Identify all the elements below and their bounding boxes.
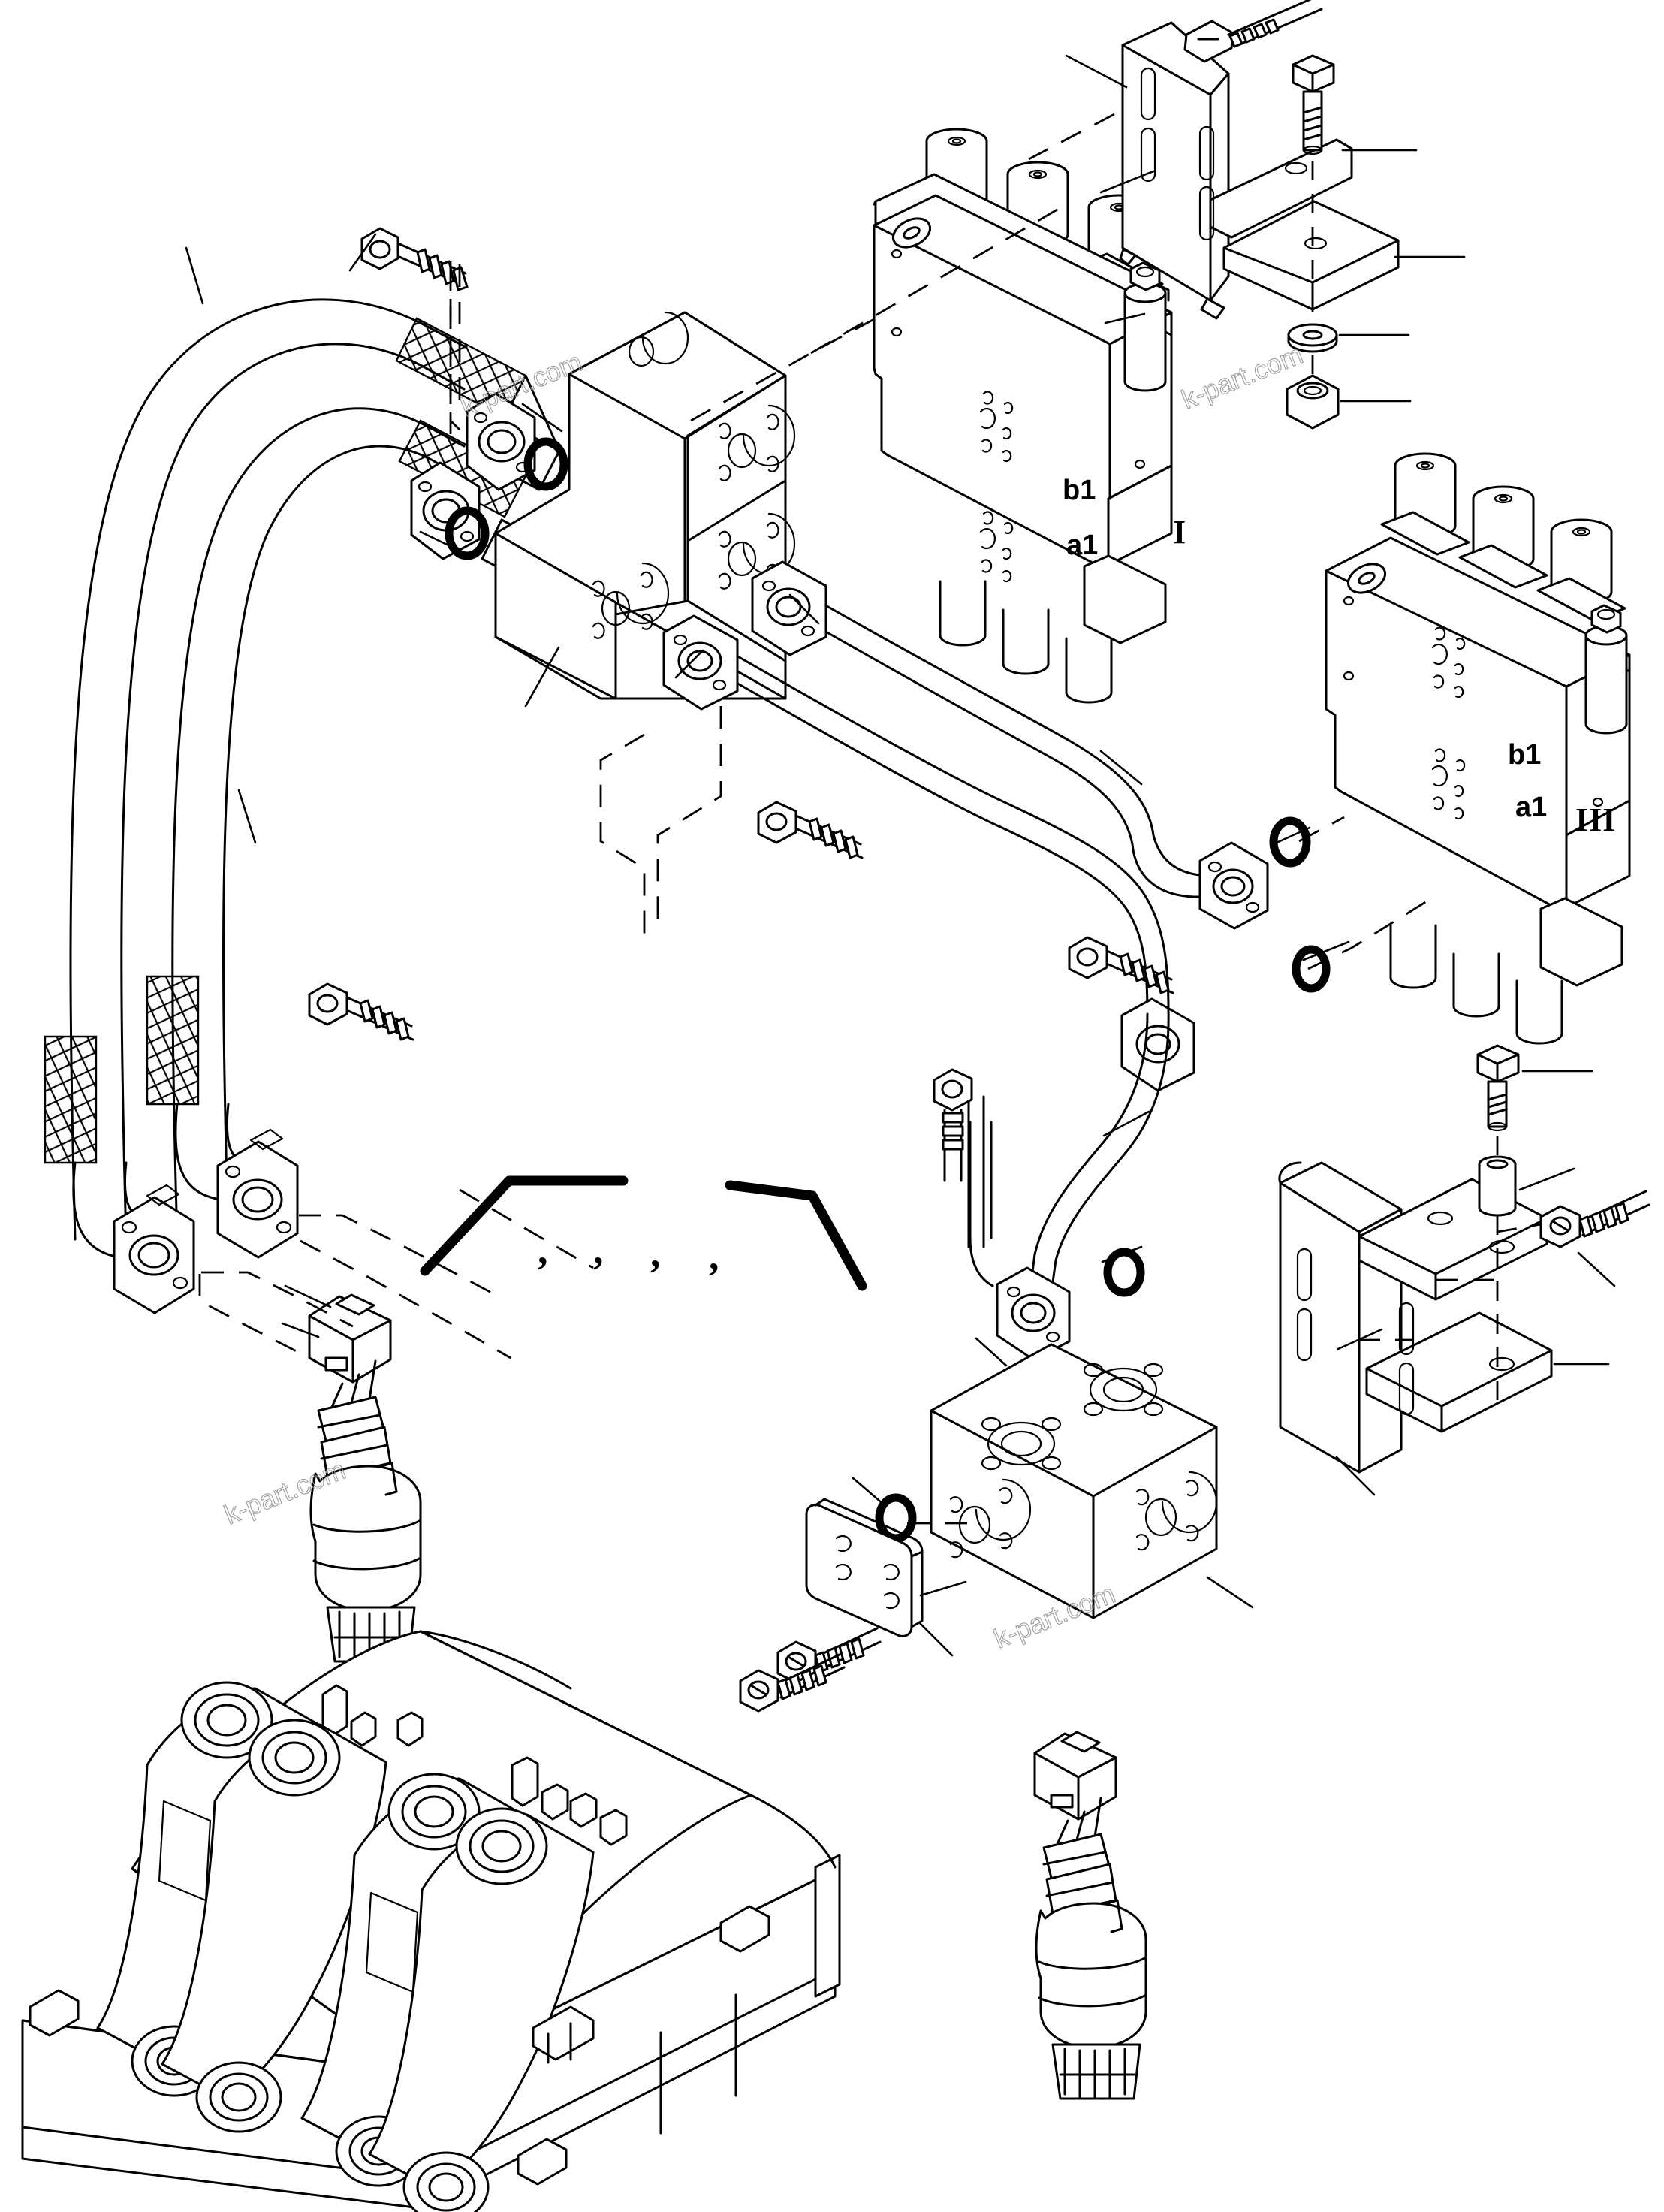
solenoid-valve-block-I xyxy=(873,128,1173,704)
comma-3: , xyxy=(650,1230,661,1275)
socket-bolt-left-mid xyxy=(308,982,414,1041)
hydraulic-tube-elbow xyxy=(967,1008,1170,1361)
axis-lower-3 xyxy=(1497,1223,1542,1233)
hose-braid-lower-left xyxy=(44,975,200,1164)
hydraulic-tube-vertical xyxy=(969,1121,994,1287)
cover-plate-4-hole xyxy=(805,1498,924,1637)
leader-lines xyxy=(185,54,1616,1657)
bracket-right-mark xyxy=(725,1180,867,1291)
hose-flange-fitting-b xyxy=(216,1128,299,1259)
socket-bolt-center xyxy=(933,1068,973,1182)
solenoid-cartridge-valve-right xyxy=(1033,1731,1147,2100)
valve1-label-b1: b1 xyxy=(1063,475,1096,506)
bucket-arm-upper-right xyxy=(161,1719,387,2133)
valve1-label-roman: I xyxy=(1173,514,1186,551)
bracket-lower-slots xyxy=(1296,1248,1415,1416)
socket-bolt-mid-left xyxy=(757,801,864,859)
valve2-label-b1: b1 xyxy=(1508,739,1541,771)
hose-flange-fitting-a xyxy=(113,1184,195,1314)
valve1-face-ports xyxy=(891,249,1146,583)
exploded-group-outlines xyxy=(449,269,646,939)
hydraulic-tube-mid xyxy=(751,560,1269,930)
hose-assembly-outline xyxy=(198,1214,496,1363)
manifold-port-symbols xyxy=(592,311,796,639)
valve2-face-ports xyxy=(1343,596,1604,820)
socket-bolt-bucket xyxy=(739,1652,846,1713)
socket-bolt-top-bracket xyxy=(1183,0,1323,63)
hydraulic-tube-long xyxy=(662,614,1195,1092)
bucket-attachment-assembly xyxy=(21,1630,841,2212)
valve2-label-a1: a1 xyxy=(1515,792,1547,823)
hex-bolt-bracket-upper xyxy=(1292,54,1335,155)
socket-bolt-mid-right-tube xyxy=(1068,936,1174,994)
lock-nut-upper xyxy=(1286,374,1340,430)
valve1-label-a1: a1 xyxy=(1066,530,1098,561)
solenoid-valve-block-III xyxy=(1325,452,1631,1045)
manifold-block-upper xyxy=(494,311,796,700)
socket-bolt-lower-bracket xyxy=(1539,1190,1650,1248)
bracket-upper-slots xyxy=(1140,67,1215,241)
separator-marks xyxy=(420,1175,867,1291)
washer-upper xyxy=(1287,323,1338,353)
manifold-block-lower xyxy=(930,1343,1218,1619)
valve2-spools xyxy=(1380,452,1626,622)
comma-4: , xyxy=(709,1233,719,1278)
valve2-label-roman: III xyxy=(1575,801,1616,838)
mounting-bracket-upper xyxy=(1119,21,1400,320)
comma-2: , xyxy=(593,1227,604,1272)
solenoid-cartridge-valve-left xyxy=(308,1293,422,1663)
bucket-arm-lower-right xyxy=(368,1807,595,2212)
spacer-sleeve xyxy=(1478,1155,1517,1217)
comma-1: , xyxy=(538,1227,548,1272)
bracket-left-mark xyxy=(420,1175,629,1276)
hose-flange-fitting-c xyxy=(466,392,536,491)
hex-bolt-bracket-lower xyxy=(1476,1044,1520,1132)
